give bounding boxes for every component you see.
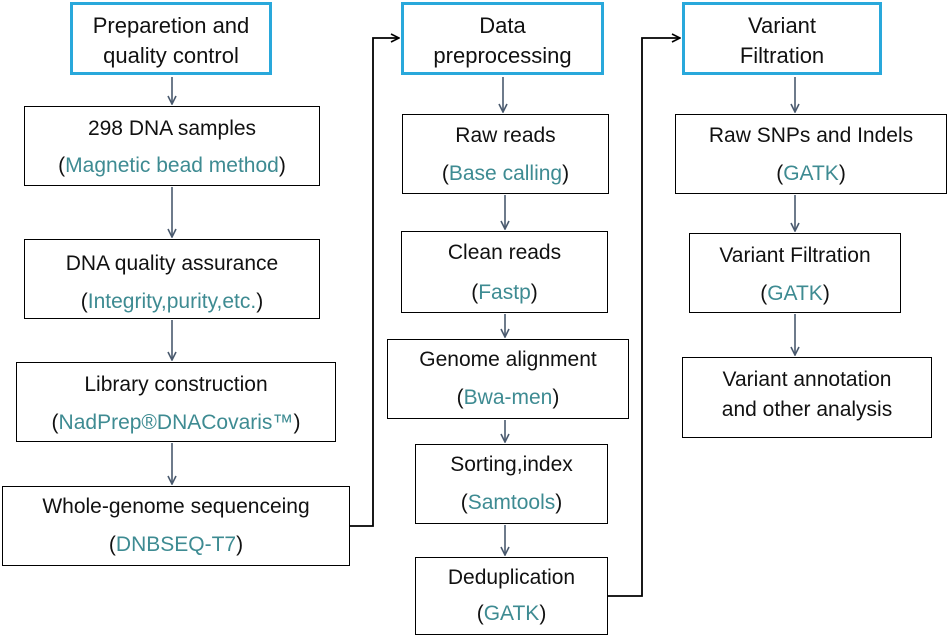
step-label: Raw SNPs and Indels — [708, 124, 914, 147]
step-label: Whole-genome sequenceing — [42, 495, 310, 518]
step-tool: Magnetic bead method — [65, 154, 279, 177]
step-label: DNA quality assurance — [65, 252, 279, 275]
step-library-construction: Library construction (NadPrep®DNACovaris… — [16, 362, 336, 442]
step-tool: Fastp — [478, 281, 531, 304]
header-line: Filtration — [739, 43, 825, 68]
header-variant-filtration: Variant Filtration — [682, 2, 882, 75]
step-raw-reads: Raw reads (Base calling) — [402, 114, 609, 194]
step-label-line: Variant annotation — [722, 368, 892, 391]
step-tool: DNBSEQ-T7 — [115, 533, 237, 556]
step-deduplication: Deduplication (GATK) — [415, 557, 608, 635]
step-tool: Base calling — [448, 162, 563, 185]
header-line: Preparetion and — [92, 13, 250, 38]
header-line: quality control — [103, 43, 239, 68]
step-tool: GATK — [483, 602, 540, 625]
step-variant-annotation: Variant annotation and other analysis — [682, 357, 932, 438]
step-tool: Integrity,purity,etc. — [87, 290, 257, 313]
step-tool: GATK — [783, 162, 839, 185]
connector-arrow — [350, 38, 399, 527]
step-clean-reads: Clean reads (Fastp) — [401, 231, 608, 313]
step-label: Sorting,index — [450, 453, 573, 476]
step-whole-genome-sequencing: Whole-genome sequenceing (DNBSEQ-T7) — [2, 486, 350, 566]
header-preparation-quality-control: Preparetion and quality control — [70, 2, 272, 75]
step-label: Clean reads — [447, 241, 562, 264]
step-sorting-index: Sorting,index (Samtools) — [415, 444, 608, 524]
header-line: Variant — [747, 13, 817, 38]
step-label: Library construction — [84, 373, 268, 396]
step-genome-alignment: Genome alignment (Bwa-men) — [387, 339, 629, 419]
step-dna-quality-assurance: DNA quality assurance (Integrity,purity,… — [24, 239, 320, 319]
step-raw-snps-indels: Raw SNPs and Indels (GATK) — [675, 114, 947, 194]
step-label: Raw reads — [455, 124, 556, 147]
step-tool: Samtools — [467, 491, 556, 514]
step-dna-samples: 298 DNA samples (Magnetic bead method) — [24, 106, 320, 186]
header-data-preprocessing: Data preprocessing — [401, 2, 604, 75]
step-label: Variant Filtration — [719, 244, 871, 267]
step-tool: NadPrep®DNACovaris™ — [58, 411, 294, 434]
connector-arrow — [608, 38, 680, 597]
step-label-line: and other analysis — [721, 398, 893, 421]
step-label: 298 DNA samples — [87, 117, 257, 140]
step-tool: Bwa-men — [463, 386, 553, 409]
step-label: Deduplication — [447, 566, 576, 589]
step-variant-filtration: Variant Filtration (GATK) — [689, 233, 901, 313]
header-line: Data — [479, 13, 526, 38]
step-label: Genome alignment — [419, 348, 597, 371]
step-tool: GATK — [767, 282, 823, 305]
header-line: preprocessing — [433, 43, 572, 68]
